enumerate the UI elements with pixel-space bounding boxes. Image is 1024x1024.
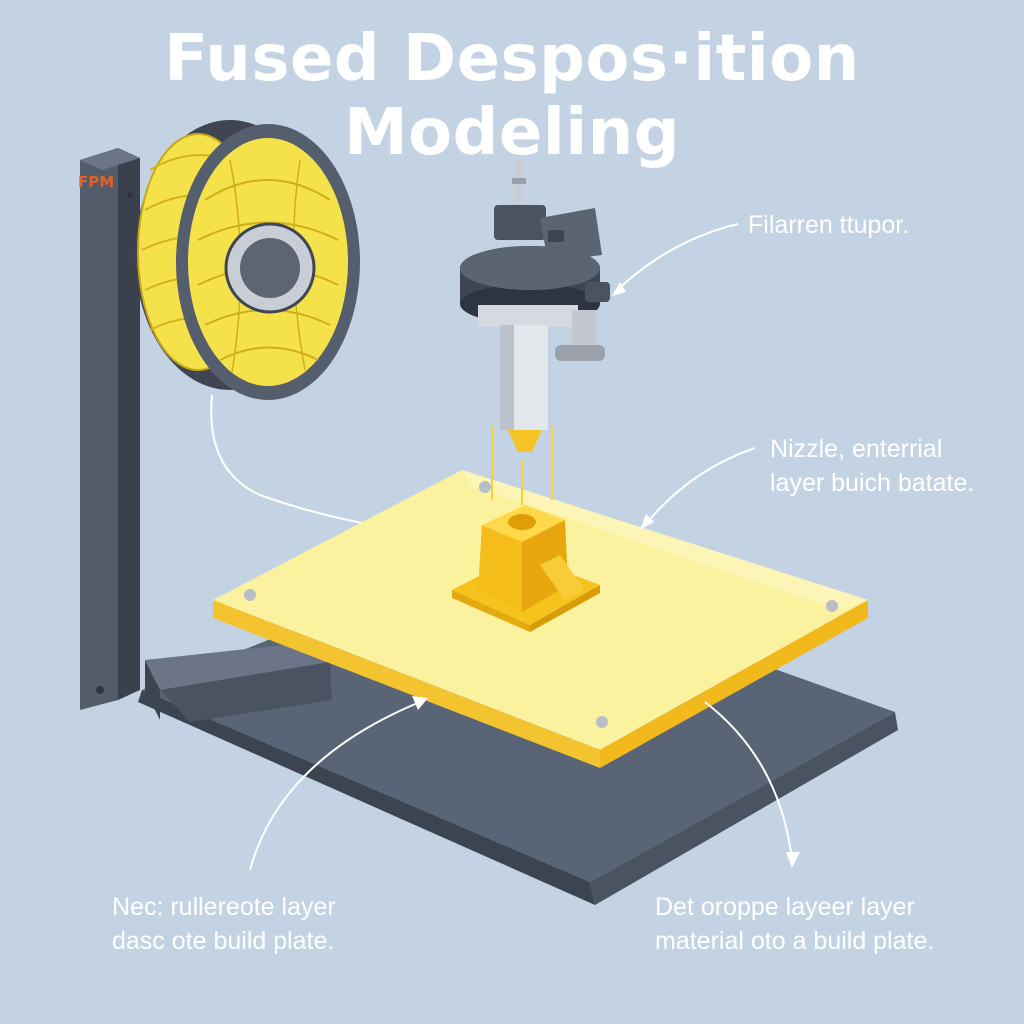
- printed-part: [452, 505, 600, 632]
- label-nozzle-line-2: layer buich batate.: [770, 469, 975, 497]
- label-bottom-left-line-2: dasc ote build plate.: [112, 927, 335, 955]
- frame: [80, 148, 140, 710]
- label-bottom-right: Det oroppe layeer layer material oto a b…: [655, 890, 934, 958]
- arrow-extruder: [614, 223, 739, 293]
- label-bottom-left: Nec: rullereote layer dasc ote build pla…: [112, 890, 336, 958]
- filament-feed-line: [210, 394, 406, 531]
- extruder-head: [460, 160, 610, 452]
- filament-spool: [135, 120, 360, 400]
- arrow-bottom-left: [249, 701, 421, 871]
- label-bottom-right-line-1: Det oroppe layeer layer: [655, 893, 915, 921]
- label-bottom-right-line-2: material oto a build plate.: [655, 927, 935, 955]
- arrow-bottom-right: [704, 701, 793, 861]
- label-bottom-left-line-1: Nec: rullereote layer: [112, 893, 336, 921]
- label-nozzle-line-1: Nizzle, enterrial: [770, 435, 943, 463]
- label-extruder-line: Filarren ttupor.: [748, 211, 910, 239]
- label-extruder: Filarren ttupor.: [748, 208, 909, 242]
- extrusion-lines: [491, 425, 553, 505]
- label-nozzle: Nizzle, enterrial layer buich batate.: [770, 432, 974, 500]
- base-rail: [145, 640, 340, 722]
- diagram-title: Fused Despos·ition Modeling: [164, 22, 860, 170]
- callout-arrows: [249, 223, 800, 871]
- arrow-nozzle: [644, 447, 756, 526]
- frame-mark: FPM: [78, 173, 115, 191]
